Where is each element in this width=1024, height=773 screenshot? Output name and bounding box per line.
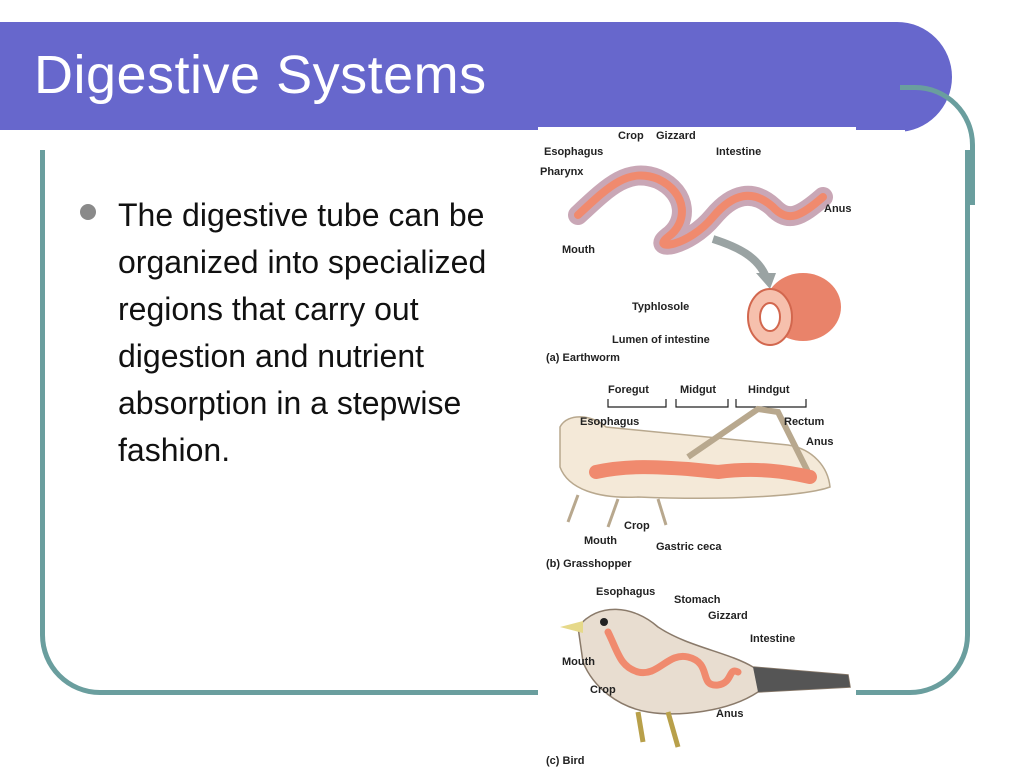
- arrow-icon: [711, 235, 770, 279]
- label-crop: Crop: [624, 520, 650, 532]
- grasshopper-gut: [589, 460, 817, 484]
- label-typhlosole: Typhlosole: [632, 301, 689, 313]
- content-frame: [40, 150, 970, 695]
- arrow-head-icon: [756, 273, 776, 289]
- lumen-shape: [759, 302, 781, 332]
- label-mouth: Mouth: [562, 656, 595, 668]
- label-mouth: Mouth: [584, 535, 617, 547]
- bullet-text: The digestive tube can be organized into…: [118, 197, 487, 468]
- earthworm-gut: [574, 171, 827, 249]
- label-esophagus: Esophagus: [580, 416, 639, 428]
- label-intestine: Intestine: [750, 633, 795, 645]
- label-hindgut: Hindgut: [748, 384, 790, 396]
- bird-gut: [604, 628, 742, 689]
- bird-tail: [753, 667, 850, 692]
- label-gastric-ceca: Gastric ceca: [656, 541, 722, 553]
- caption-grasshopper: (b) Grasshopper: [546, 558, 632, 570]
- caption-bird: (c) Bird: [546, 755, 585, 767]
- label-stomach: Stomach: [674, 594, 721, 606]
- title-underline: [0, 130, 905, 134]
- gut-region-brackets: [607, 399, 807, 408]
- label-mouth: Mouth: [562, 244, 595, 256]
- label-gizzard: Gizzard: [708, 610, 748, 622]
- label-foregut: Foregut: [608, 384, 649, 396]
- label-esophagus: Esophagus: [544, 146, 603, 158]
- label-lumen: Lumen of intestine: [612, 334, 710, 346]
- grasshopper-leg: [686, 405, 811, 474]
- digestive-diagram: Crop Gizzard Esophagus Intestine Pharynx…: [540, 130, 852, 767]
- title-banner: [0, 22, 952, 132]
- content-frame-corner: [900, 85, 975, 205]
- grasshopper-body: [559, 416, 831, 500]
- label-anus: Anus: [806, 436, 834, 448]
- bird-beak: [560, 621, 583, 633]
- bullet-icon: [80, 204, 96, 220]
- label-anus: Anus: [716, 708, 744, 720]
- digestive-figure: Crop Gizzard Esophagus Intestine Pharynx…: [538, 127, 856, 768]
- label-esophagus: Esophagus: [596, 586, 655, 598]
- slide-title: Digestive Systems: [34, 45, 487, 105]
- label-pharynx: Pharynx: [540, 166, 584, 178]
- label-crop: Crop: [618, 130, 644, 142]
- earthworm-panel: Crop Gizzard Esophagus Intestine Pharynx…: [540, 130, 852, 364]
- label-midgut: Midgut: [680, 384, 716, 396]
- label-gizzard: Gizzard: [656, 130, 696, 142]
- caption-earthworm: (a) Earthworm: [546, 352, 620, 364]
- grasshopper-legs: [566, 494, 668, 528]
- label-rectum: Rectum: [784, 416, 825, 428]
- label-crop: Crop: [590, 684, 616, 696]
- bird-eye: [600, 618, 608, 626]
- label-anus: Anus: [824, 203, 852, 215]
- label-intestine: Intestine: [716, 146, 761, 158]
- bird-legs: [635, 711, 681, 748]
- bird-panel: Esophagus Stomach Gizzard Intestine Mout…: [546, 586, 851, 767]
- grasshopper-panel: Foregut Midgut Hindgut Esophagus Rectum …: [546, 384, 834, 570]
